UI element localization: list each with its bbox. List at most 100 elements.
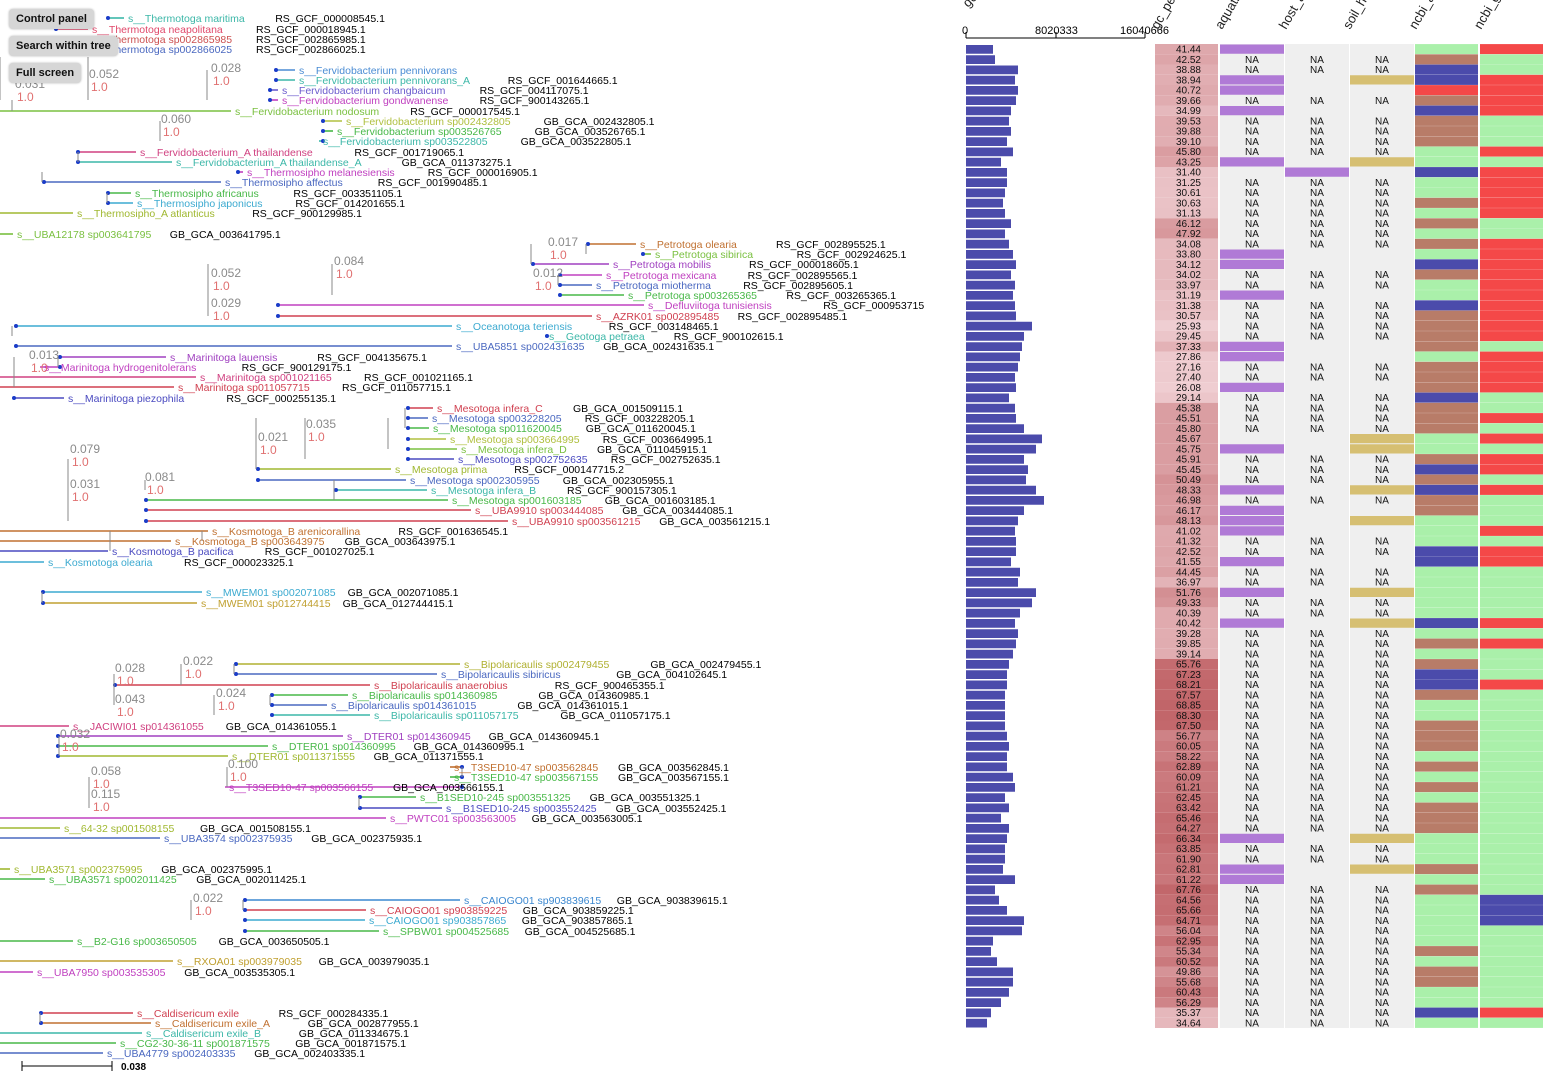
leaf-label[interactable]: s__Caldisericum exile bbox=[137, 1008, 239, 1020]
leaf-label[interactable]: s__T3SED10-47 sp003566155 bbox=[229, 782, 373, 794]
na-value: NA bbox=[1375, 280, 1389, 291]
leaf-label[interactable]: s__Petrotoga mobilis bbox=[613, 259, 711, 271]
tree-node bbox=[270, 713, 274, 717]
leaf-label[interactable]: s__Mesotoga sp011620045 bbox=[433, 423, 562, 435]
leaf-label[interactable]: s__Caldisericum exile_A bbox=[155, 1018, 270, 1030]
control-panel-button[interactable]: Control panel bbox=[9, 9, 94, 29]
leaf-label[interactable]: s__CAIOGO01 sp903859225 bbox=[370, 905, 507, 917]
leaf-label[interactable]: s__CAIOGO01 sp903839615 bbox=[464, 895, 601, 907]
leaf-label[interactable]: s__T3SED10-47 sp003567155 bbox=[454, 772, 598, 784]
leaf-label[interactable]: s__UBA3574 sp002375935 bbox=[164, 833, 293, 845]
leaf-label[interactable]: s__Mesotoga sp003228205 bbox=[432, 413, 562, 425]
leaf-label[interactable]: s__AZRK01 sp002895485 bbox=[596, 311, 719, 323]
leaf-label[interactable]: s__PWTC01 sp003563005 bbox=[390, 813, 516, 825]
leaf-label[interactable]: s__Fervidobacterium changbaicum bbox=[282, 85, 446, 97]
leaf-label[interactable]: s__UBA5851 sp002431635 bbox=[456, 341, 585, 353]
leaf-label[interactable]: s__Bipolaricaulis anaerobius bbox=[374, 680, 508, 692]
leaf-label[interactable]: s__RXOA01 sp003979035 bbox=[177, 956, 302, 968]
leaf-label[interactable]: s__Bipolaricaulis sp002479455 bbox=[464, 659, 610, 671]
leaf-label[interactable]: s__Marinitoga piezophila bbox=[68, 393, 184, 405]
leaf-label[interactable]: s__Fervidobacterium nodosum bbox=[235, 106, 379, 118]
leaf-label[interactable]: s__Thermosipho africanus bbox=[135, 188, 259, 200]
leaf-label[interactable]: s__UBA9910 sp003444085 bbox=[475, 505, 604, 517]
leaf-accession: GB_GCA_011334675.1 bbox=[299, 1028, 409, 1040]
leaf-label[interactable]: s__Bipolaricaulis sp011057175 bbox=[374, 710, 519, 722]
leaf-label[interactable]: s__Bipolaricaulis sp014360985 bbox=[352, 690, 498, 702]
leaf-label[interactable]: s__Caldisericum exile_B bbox=[146, 1028, 261, 1040]
leaf-label[interactable]: s__Fervidobacterium sp002432805 bbox=[346, 116, 511, 128]
leaf-label[interactable]: s__Mesotoga sp002305955 bbox=[410, 475, 540, 487]
leaf-label[interactable]: s__Thermotoga maritima bbox=[128, 13, 245, 25]
leaf-label[interactable]: s__Fervidobacterium sp003522805 bbox=[323, 136, 488, 148]
leaf-label[interactable]: s__Thermosipho affectus bbox=[225, 177, 343, 189]
leaf-label[interactable]: s__Oceanotoga teriensis bbox=[456, 321, 572, 333]
leaf-label[interactable]: s__JACIWI01 sp014361055 bbox=[73, 721, 204, 733]
leaf-label[interactable]: s__Fervidobacterium gondwanense bbox=[282, 95, 449, 107]
gc-cell bbox=[1155, 259, 1218, 270]
leaf-label[interactable]: s__Kosmotoga_B pacifica bbox=[112, 546, 234, 558]
leaf-label[interactable]: s__Kosmotoga_B arenicorallina bbox=[212, 526, 360, 538]
leaf-label[interactable]: s__UBA12178 sp003641795 bbox=[17, 229, 151, 241]
leaf-label[interactable]: s__Fervidobacterium pennivorans bbox=[299, 65, 457, 77]
leaf-label[interactable]: s__64-32 sp001508155 bbox=[64, 823, 175, 835]
leaf-label[interactable]: s__MWEM01 sp012744415 bbox=[201, 598, 331, 610]
leaf-label[interactable]: s__B2-G16 sp003650505 bbox=[77, 936, 197, 948]
leaf-label[interactable]: s__Defluviitoga tunisiensis bbox=[648, 300, 772, 312]
leaf-label[interactable]: s__CAIOGO01 sp903857865 bbox=[369, 915, 506, 927]
na-value: NA bbox=[1245, 567, 1259, 578]
tree-node bbox=[234, 662, 238, 666]
leaf-label[interactable]: s__Marinitoga sp001021165 bbox=[200, 372, 332, 384]
leaf-label[interactable]: s__Mesotoga sp001603185 bbox=[452, 495, 582, 507]
leaf-label[interactable]: s__SPBW01 sp004525685 bbox=[383, 926, 509, 938]
leaf-label[interactable]: s__Thermosipho melanesiensis bbox=[247, 167, 395, 179]
leaf-label[interactable]: s__Kosmotoga_B sp003643975 bbox=[175, 536, 325, 548]
leaf-label[interactable]: s__Fervidobacterium_A thailandense bbox=[140, 147, 313, 159]
leaf-label[interactable]: s__Petrotoga mexicana bbox=[606, 270, 716, 282]
genome-size-bar bbox=[966, 96, 1016, 105]
leaf-label[interactable]: s__UBA9910 sp003561215 bbox=[512, 516, 641, 528]
leaf-label[interactable]: s__Mesotoga sp003664995 bbox=[450, 434, 580, 446]
leaf-label[interactable]: s__Mesotoga infera_B bbox=[431, 485, 536, 497]
leaf-label[interactable]: s__Petrotoga sibirica bbox=[655, 249, 753, 261]
leaf-label[interactable]: s__MWEM01 sp002071085 bbox=[206, 587, 336, 599]
leaf-label[interactable]: s__Fervidobacterium sp003526765 bbox=[337, 126, 502, 138]
fullscreen-button[interactable]: Full screen bbox=[9, 63, 82, 83]
leaf-label[interactable]: s__UBA3571 sp002011425 bbox=[49, 874, 177, 886]
genome-category-cell bbox=[1480, 95, 1543, 106]
leaf-label[interactable]: s__Mesotoga infera_D bbox=[461, 444, 567, 456]
search-tree-button[interactable]: Search within tree bbox=[9, 36, 118, 56]
leaf-label[interactable]: s__Thermotoga neapolitana bbox=[92, 24, 223, 36]
leaf-label[interactable]: s__UBA4779 sp002403335 bbox=[107, 1048, 236, 1060]
leaf-label[interactable]: s__Marinitoga hydrogenitolerans bbox=[44, 362, 196, 374]
leaf-label[interactable]: s__B1SED10-245 sp003551325 bbox=[420, 792, 571, 804]
leaf-label[interactable]: s__Mesotoga sp002752635 bbox=[458, 454, 588, 466]
leaf-label[interactable]: s__CG2-30-36-11 sp001871575 bbox=[120, 1038, 270, 1050]
leaf-label[interactable]: s__Geotoga petraea bbox=[549, 331, 645, 343]
leaf-label[interactable]: s__B1SED10-245 sp003552425 bbox=[446, 803, 597, 815]
leaf-label[interactable]: s__Thermosipho japonicus bbox=[137, 198, 263, 210]
gc-cell bbox=[1155, 648, 1218, 659]
leaf-label[interactable]: s__Bipolaricaulis sibiricus bbox=[441, 669, 561, 681]
leaf-label[interactable]: s__Kosmotoga olearia bbox=[48, 557, 153, 569]
leaf-label[interactable]: s__DTER01 sp014360995 bbox=[272, 741, 396, 753]
leaf-label[interactable]: s__Fervidobacterium pennivorans_A bbox=[299, 75, 470, 87]
leaf-label[interactable]: s__DTER01 sp014360945 bbox=[347, 731, 471, 743]
leaf-label[interactable]: s__DTER01 sp011371555 bbox=[232, 751, 355, 763]
leaf-label[interactable]: s__Mesotoga prima bbox=[395, 464, 487, 476]
leaf-label[interactable]: s__Petrotoga sp003265365 bbox=[628, 290, 757, 302]
leaf-label[interactable]: s__Mesotoga infera_C bbox=[437, 403, 543, 415]
leaf-label[interactable]: s__Thermotoga sp002865985 bbox=[92, 34, 232, 46]
na-value: NA bbox=[1310, 137, 1324, 148]
leaf-label[interactable]: s__UBA7950 sp003535305 bbox=[37, 967, 166, 979]
leaf-label[interactable]: s__Bipolaricaulis sp014361015 bbox=[331, 700, 477, 712]
leaf-label[interactable]: s__Thermosipho_A atlanticus bbox=[77, 208, 215, 220]
leaf-label[interactable]: s__Fervidobacterium_A thailandense_A bbox=[176, 157, 362, 169]
leaf-label[interactable]: s__T3SED10-47 sp003562845 bbox=[454, 762, 598, 774]
leaf-label[interactable]: s__Petrotoga olearia bbox=[640, 239, 737, 251]
leaf-label[interactable]: s__Marinitoga sp011057715 bbox=[178, 382, 310, 394]
leaf-label[interactable]: s__Thermotoga sp002866025 bbox=[92, 44, 232, 56]
na-value: NA bbox=[1375, 455, 1389, 466]
leaf-label[interactable]: s__UBA3571 sp002375995 bbox=[14, 864, 143, 876]
leaf-label[interactable]: s__Petrotoga miotherma bbox=[596, 280, 711, 292]
leaf-label[interactable]: s__Marinitoga lauensis bbox=[170, 352, 277, 364]
